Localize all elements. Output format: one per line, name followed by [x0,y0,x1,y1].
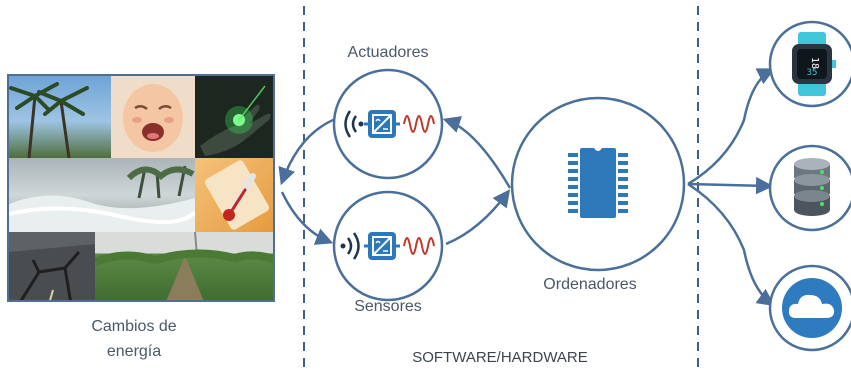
signal-in-icon [340,232,360,260]
arrow-computers-to-actuators [442,116,512,189]
glowing-hand-photo [195,76,273,158]
crying-baby-photo [111,76,195,158]
sensors-label: Sensores [354,298,422,315]
arrow-to-database [687,176,774,195]
arrow-actuators-to-collage [278,116,339,186]
field-photo [95,232,273,300]
arrow-collage-to-sensors [280,191,334,245]
signal-out-icon [344,110,364,138]
wave-icon [403,237,435,255]
watch-time-bottom: 35 [807,68,818,78]
arrow-to-cloud [687,182,775,307]
actuators-label: Actuadores [347,44,429,61]
software-hardware-label: SOFTWARE/HARDWARE [412,349,588,366]
weather-photo [9,76,111,158]
database-icon [794,158,830,216]
cracked-road-photo [9,232,95,300]
computers-label: Ordenadores [543,276,637,293]
energy-changes-collage [7,74,275,302]
energy-label-line2: energía [106,343,162,360]
smartwatch-icon [792,32,836,96]
microchip-icon [568,148,628,218]
watch-time-top: 18 [809,57,820,69]
arrow-to-watch [687,68,776,186]
arrow-sensors-to-computers [445,189,511,246]
wave-icon [403,115,435,133]
cloud-icon [782,278,842,338]
thermometer-photo [195,158,273,232]
energy-label-line1: Cambios de [91,318,177,335]
transducer-icon [364,110,400,138]
flood-photo [9,158,195,232]
transducer-icon [364,232,400,260]
